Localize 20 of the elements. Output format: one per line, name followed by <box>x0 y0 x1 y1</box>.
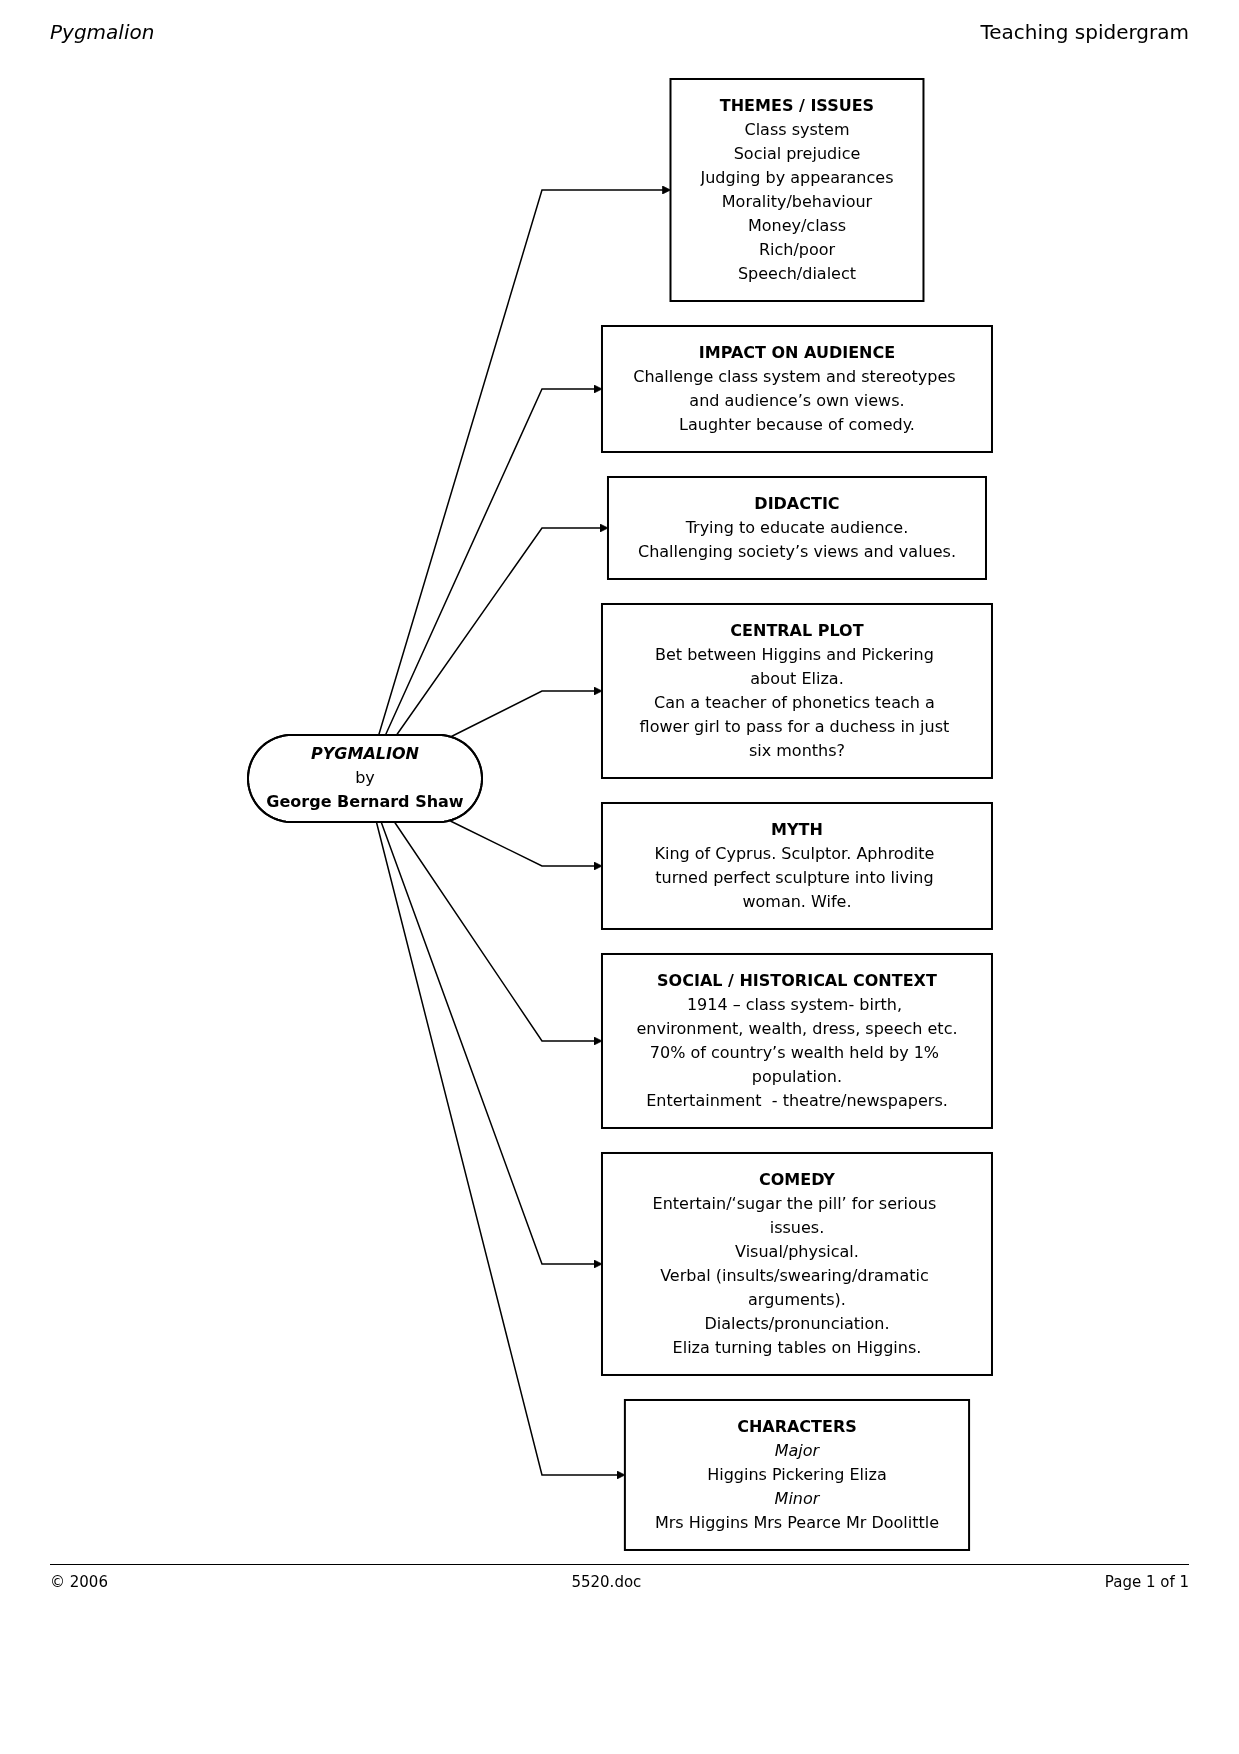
node-box: COMEDY Entertain/‘sugar the pill’ for serious issues. Visual/physical. Verbal (insults/swearing/dramatic arguments). Dialects/pronunciation. Eliza turning tables on Higgins. <box>600 1151 993 1376</box>
arrow <box>449 819 602 870</box>
footer-text: 5520.doc <box>571 1573 642 1591</box>
header-note: Teaching spidergram <box>980 20 1189 44</box>
header-title: Pygmalion <box>50 20 155 44</box>
node-box: IMPACT ON AUDIENCE Challenge class system and stereotypes and audience’s own views. Laughter because of comedy. <box>600 324 993 453</box>
node-box: MYTH King of Cyprus. Sculptor. Aphrodite turned perfect sculpture into living woman. Wife. <box>600 801 993 930</box>
node-box: CENTRAL PLOT Bet between Higgins and Pickering about Eliza. Can a teacher of phonetics teach a flower girl to pass for a duchess in just six months? <box>600 602 993 779</box>
footer-text: Page 1 of 1 <box>1104 1573 1189 1591</box>
arrow <box>384 384 602 736</box>
arrow <box>395 523 608 736</box>
footer-text: © 2006 <box>50 1573 108 1591</box>
arrow <box>380 821 602 1268</box>
arrow <box>375 821 625 1479</box>
node-box: SOCIAL / HISTORICAL CONTEXT 1914 – class system- birth, environment, wealth, dress, speech etc. 70% of country’s wealth held by 1% population. Entertainment - theatre/newspapers. <box>600 952 993 1129</box>
node-box: THEMES / ISSUES Class system Social prejudice Judging by appearances Morality/behaviour Money/class Rich/poor Speech/dialect <box>669 77 924 302</box>
node-box: CHARACTERS Major Higgins Pickering Eliza Minor Mrs Higgins Mrs Pearce Mr Doolittle <box>623 1398 970 1551</box>
arrow <box>393 821 602 1045</box>
node-box: DIDACTIC Trying to educate audience. Challenging society’s views and values. <box>606 475 987 580</box>
arrow <box>449 686 602 738</box>
